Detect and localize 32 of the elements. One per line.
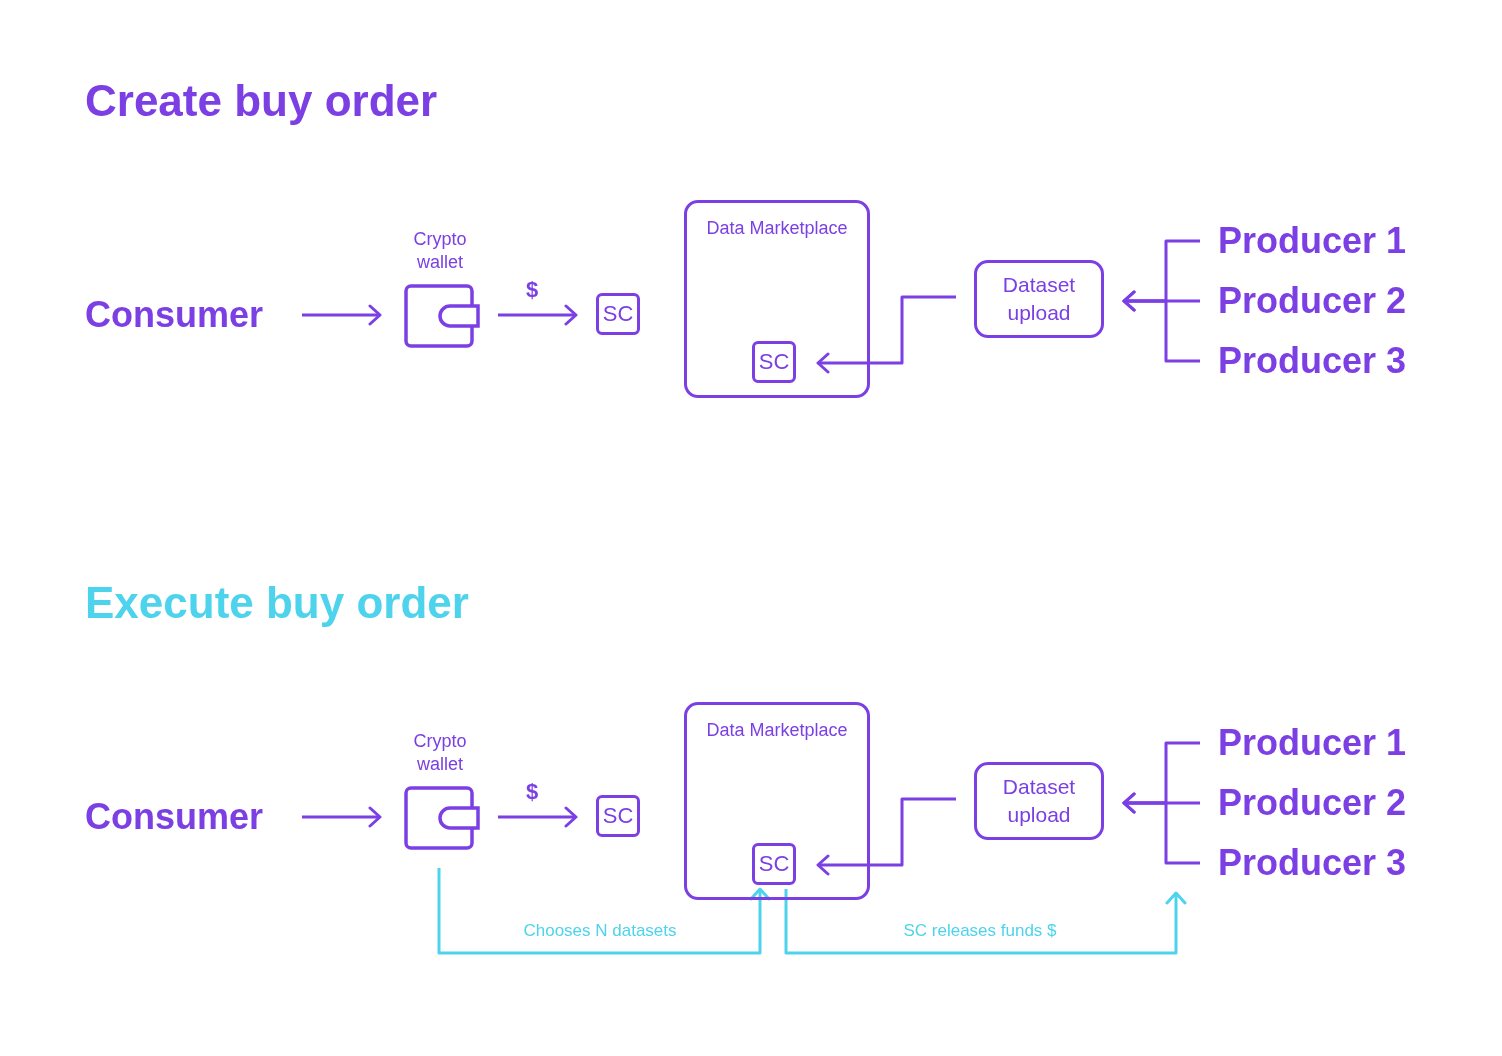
marketplace-panel	[684, 200, 870, 398]
arrow	[498, 806, 578, 828]
process-box: Dataset upload	[974, 762, 1104, 840]
arrow	[498, 304, 578, 326]
producer-label: Producer 1	[1218, 219, 1418, 263]
actor-label: Consumer	[85, 794, 285, 840]
panel-heading: Data Marketplace	[706, 720, 848, 741]
contract-box: SC	[752, 341, 796, 383]
producer-label: Producer 3	[1218, 339, 1418, 383]
contract-box: SC	[596, 293, 640, 335]
section-heading: Create buy order	[85, 76, 438, 126]
panel-heading: Data Marketplace	[706, 218, 848, 239]
process-box: Dataset upload	[974, 260, 1104, 338]
arrow	[784, 889, 1187, 955]
actor-label: Consumer	[85, 292, 285, 338]
wallet-label: Crypto wallet	[412, 228, 468, 274]
marketplace-panel	[684, 702, 870, 900]
section-heading: Execute buy order	[85, 578, 469, 628]
producer-label: Producer 1	[1218, 721, 1418, 765]
arrow	[437, 868, 771, 955]
arrow	[302, 304, 382, 326]
arrow	[816, 295, 956, 374]
arrow	[1122, 792, 1200, 865]
producer-label: Producer 2	[1218, 279, 1418, 323]
wallet-label: Crypto wallet	[412, 730, 468, 776]
producer-label: Producer 2	[1218, 781, 1418, 825]
contract-box: SC	[596, 795, 640, 837]
arrow	[816, 797, 956, 876]
arrow	[302, 806, 382, 828]
producer-label: Producer 3	[1218, 841, 1418, 885]
contract-box: SC	[752, 843, 796, 885]
arrow	[1122, 290, 1200, 363]
